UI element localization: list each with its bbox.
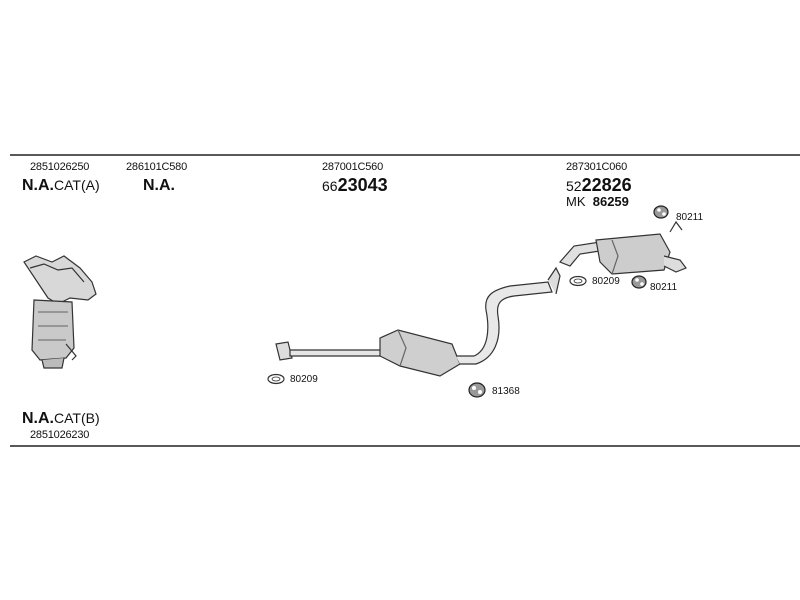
rear-silencer-code-prefix: 52 xyxy=(566,178,582,194)
cat-b-name-suffix: CAT(B) xyxy=(54,410,100,426)
centre-silencer-code-prefix: 66 xyxy=(322,178,338,194)
cat-a-name-suffix: CAT(A) xyxy=(54,177,100,193)
cat-a-part-number: 2851026250 xyxy=(30,161,90,173)
rear-silencer-drawing xyxy=(558,220,687,275)
hanger-rear-2-drawing xyxy=(631,275,647,289)
ring-rear-drawing xyxy=(569,275,587,287)
cat-b-part-number: 2851026230 xyxy=(30,429,90,441)
hanger-rear-1-drawing xyxy=(653,205,669,219)
hanger-centre-drawing xyxy=(468,382,486,398)
cat-b-name-bold: N.A. xyxy=(22,410,54,427)
rear-silencer-mk-code: 86259 xyxy=(592,194,629,209)
hanger-rear-2-label: 80211 xyxy=(650,282,678,293)
front-pipe-part-number: 286101C580 xyxy=(126,161,188,173)
centre-silencer-code: 6623043 xyxy=(322,176,388,195)
rear-silencer-code-number: 22826 xyxy=(581,175,632,195)
cat-a-name: N.A.CAT(A) xyxy=(22,178,100,194)
hanger-centre-label: 81368 xyxy=(492,386,520,397)
ring-front-drawing xyxy=(267,373,285,385)
rear-silencer-mk-label: MK xyxy=(566,194,586,209)
rear-silencer-part-number: 287301C060 xyxy=(566,161,628,173)
centre-silencer-code-number: 23043 xyxy=(337,175,388,195)
ring-rear-label: 80209 xyxy=(592,276,620,287)
centre-silencer-part-number: 287001C560 xyxy=(322,161,384,173)
hanger-rear-1-label: 80211 xyxy=(676,212,704,223)
centre-silencer-drawing xyxy=(275,266,561,377)
cat-b-name: N.A.CAT(B) xyxy=(22,411,100,427)
rear-silencer-code: 5222826 xyxy=(566,176,632,195)
catalytic-converter-drawing xyxy=(23,255,97,369)
front-pipe-name: N.A. xyxy=(143,177,175,194)
rear-silencer-mk: MK 86259 xyxy=(566,195,629,208)
ring-front-label: 80209 xyxy=(290,374,318,385)
cat-a-name-bold: N.A. xyxy=(22,177,54,194)
